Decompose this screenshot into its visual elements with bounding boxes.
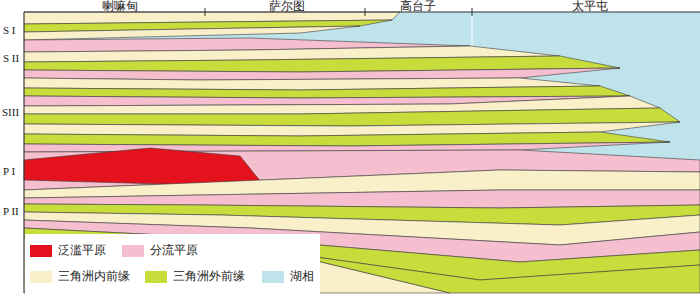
location-name: 喇嘛甸 bbox=[102, 0, 138, 13]
legend-swatch bbox=[145, 271, 167, 283]
layer-name: S II bbox=[2, 52, 20, 64]
location-name: 高台子 bbox=[400, 0, 436, 13]
legend-item: 三角洲外前缘 bbox=[145, 268, 245, 285]
legend-swatch bbox=[30, 245, 52, 257]
layer-name: P I bbox=[2, 165, 16, 177]
location-name: 太平屯 bbox=[572, 0, 608, 13]
legend-item: 分流平原 bbox=[122, 242, 198, 259]
layer-name: SIII bbox=[1, 106, 20, 118]
legend-item: 泛滥平原 bbox=[30, 242, 106, 259]
legend-text: 泛滥平原 bbox=[58, 242, 106, 259]
location-name: 萨尔图 bbox=[269, 0, 305, 13]
legend-swatch bbox=[30, 271, 52, 283]
legend-text: 三角洲内前缘 bbox=[58, 268, 130, 285]
legend-text: 分流平原 bbox=[150, 242, 198, 259]
layer-name: S I bbox=[2, 24, 17, 36]
legend-text: 湖相 bbox=[290, 268, 314, 285]
legend-swatch bbox=[262, 271, 284, 283]
legend-item: 湖相 bbox=[262, 268, 314, 285]
legend-text: 三角洲外前缘 bbox=[173, 268, 245, 285]
legend-item: 三角洲内前缘 bbox=[30, 268, 130, 285]
layer-name: P II bbox=[2, 205, 20, 217]
legend-swatch bbox=[122, 245, 144, 257]
